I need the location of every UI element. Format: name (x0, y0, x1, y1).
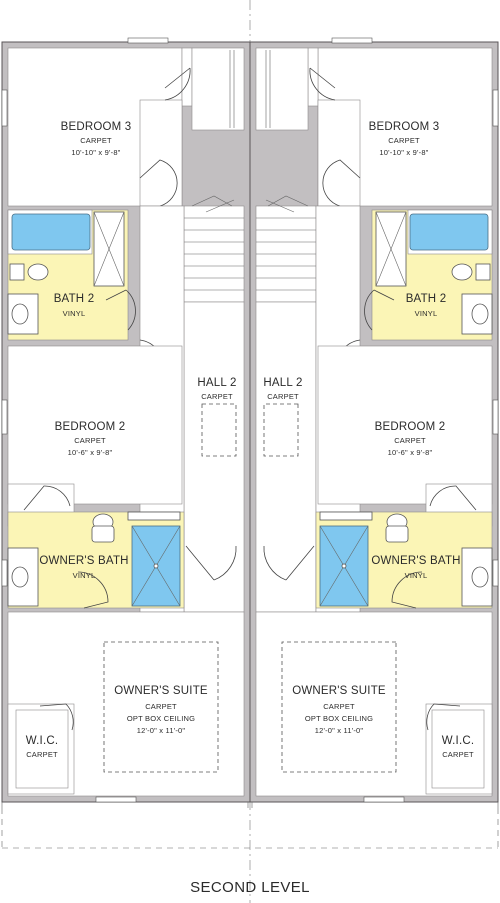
owners-suite-size: 12'-0" x 11'-0" (315, 726, 364, 735)
owners-suite-size: 12'-0" x 11'-0" (137, 726, 186, 735)
bedroom3-size: 10'-10" x 9'-8" (379, 148, 428, 157)
owners-bath-floor: VINYL (73, 571, 96, 580)
owners-suite-floor: CARPET (323, 702, 355, 711)
level-title: SECOND LEVEL (190, 879, 310, 896)
owners-suite-name: OWNER'S SUITE (292, 685, 386, 697)
wic-floor: CARPET (26, 750, 58, 759)
owners-suite-name: OWNER'S SUITE (114, 685, 208, 697)
bedroom3-floor: CARPET (80, 136, 112, 145)
hall2-name: HALL 2 (197, 377, 236, 389)
bedroom3-floor: CARPET (388, 136, 420, 145)
bath2-name: BATH 2 (406, 293, 447, 305)
bedroom2-name: BEDROOM 2 (375, 421, 446, 433)
owners-bath-floor: VINYL (405, 571, 428, 580)
hall2-floor: CARPET (267, 392, 299, 401)
owners-bath-name: OWNER'S BATH (371, 555, 460, 567)
bedroom2-size: 10'-6" x 9'-8" (388, 448, 433, 457)
hall2-floor: CARPET (201, 392, 233, 401)
wic-floor: CARPET (442, 750, 474, 759)
bedroom2-name: BEDROOM 2 (55, 421, 126, 433)
bath2-floor: VINYL (415, 309, 438, 318)
owners-suite-floor: CARPET (145, 702, 177, 711)
bedroom3-name: BEDROOM 3 (369, 121, 440, 133)
bedroom3-size: 10'-10" x 9'-8" (71, 148, 120, 157)
owners-suite-note: OPT BOX CEILING (305, 714, 373, 723)
bedroom2-size: 10'-6" x 9'-8" (68, 448, 113, 457)
owners-bath-name: OWNER'S BATH (39, 555, 128, 567)
labels-right: BEDROOM 3 CARPET 10'-10" x 9'-8" BATH 2 … (263, 121, 474, 759)
owners-suite-note: OPT BOX CEILING (127, 714, 195, 723)
bedroom2-floor: CARPET (74, 436, 106, 445)
bedroom2-floor: CARPET (394, 436, 426, 445)
bedroom3-name: BEDROOM 3 (61, 121, 132, 133)
lower-outline (1, 802, 499, 849)
hall2-name: HALL 2 (263, 377, 302, 389)
labels-left: BEDROOM 3 CARPET 10'-10" x 9'-8" BATH 2 … (26, 121, 237, 759)
wic-name: W.I.C. (26, 735, 59, 747)
bath2-floor: VINYL (63, 309, 86, 318)
bath2-name: BATH 2 (54, 293, 95, 305)
wic-name: W.I.C. (442, 735, 475, 747)
